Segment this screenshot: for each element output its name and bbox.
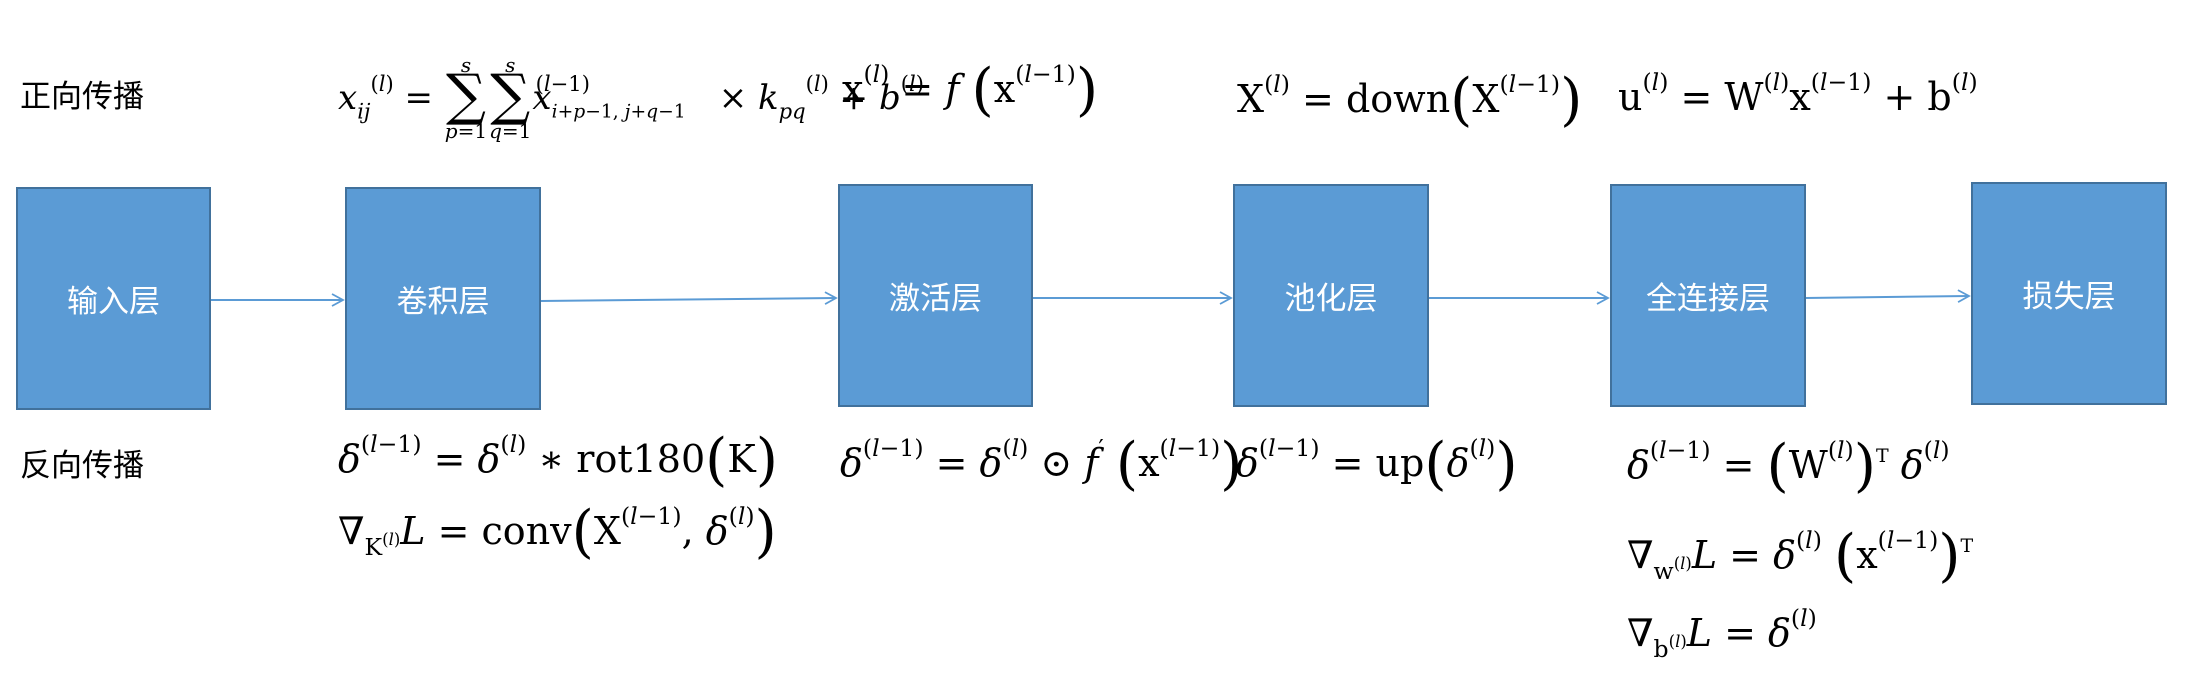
backward-activation-formula: δ(l−1) = δ(l) ⊙ f′ (x(l−1)) <box>840 430 1243 497</box>
arrow-fc-to-loss <box>1804 289 1971 303</box>
backward-fc-grad-b-formula: ∇b(l)L = δ(l) <box>1627 603 1817 663</box>
activation-layer-box: 激活层 <box>838 184 1033 407</box>
input-layer-label: 输入层 <box>67 284 160 320</box>
arrow-conv-to-activation <box>539 291 838 305</box>
forward-activation-formula: x(l) = f (x(l−1)) <box>842 56 1099 123</box>
input-layer-box: 输入层 <box>16 187 211 410</box>
fc-layer-label: 全连接层 <box>1646 281 1770 317</box>
backward-fc-delta-formula: δ(l−1) = (W(l))T δ(l) <box>1627 432 1950 499</box>
loss-layer-label: 损失层 <box>2022 279 2116 315</box>
backward-conv-grad-formula: ∇K(l)L = conv(X(l−1), δ(l)) <box>338 498 777 565</box>
activation-layer-label: 激活层 <box>889 281 982 317</box>
backward-propagation-label: 反向传播 <box>20 448 144 484</box>
backward-fc-grad-w-formula: ∇w(l)L = δ(l) (x(l−1))T <box>1627 522 1974 589</box>
backward-conv-delta-formula: δ(l−1) = δ(l) ∗ rot180(K) <box>338 426 779 493</box>
forward-propagation-label: 正向传播 <box>20 79 144 115</box>
pooling-layer-label: 池化层 <box>1284 281 1378 317</box>
fc-layer-box: 全连接层 <box>1610 184 1806 407</box>
conv-layer-label: 卷积层 <box>396 284 490 320</box>
loss-layer-box: 损失层 <box>1971 182 2167 405</box>
backward-pooling-formula: δ(l−1) = up(δ(l)) <box>1236 430 1518 497</box>
forward-fc-formula: u(l) = W(l)x(l−1) + b(l) <box>1618 67 1978 119</box>
forward-pooling-formula: X(l) = down(X(l−1)) <box>1237 66 1583 133</box>
conv-layer-box: 卷积层 <box>345 187 541 410</box>
pooling-layer-box: 池化层 <box>1233 184 1429 407</box>
